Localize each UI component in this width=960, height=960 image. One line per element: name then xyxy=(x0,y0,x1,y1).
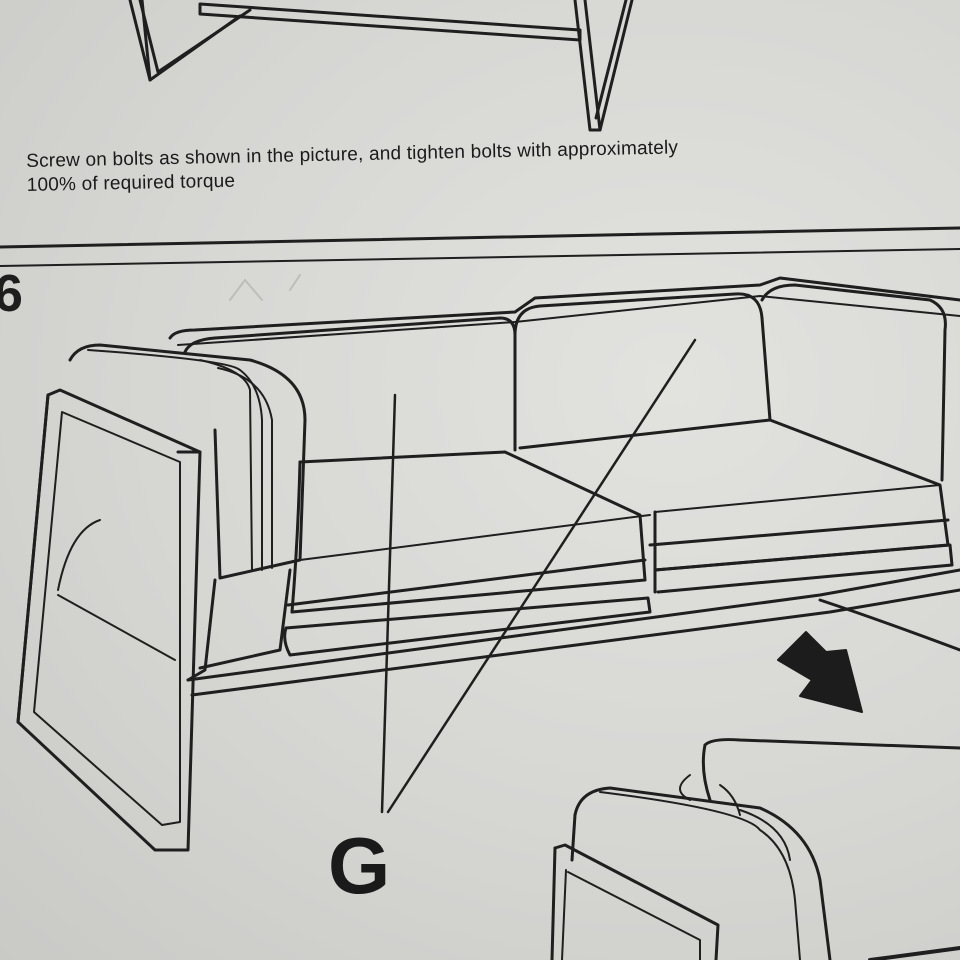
part-label-g: G xyxy=(328,821,391,910)
direction-arrow-icon xyxy=(777,631,863,713)
faint-mark xyxy=(229,274,301,301)
step-number: 6 xyxy=(0,265,23,323)
sofa-drawing xyxy=(16,276,960,852)
part-g-leader-lines xyxy=(380,338,697,814)
previous-step-frame-drawing xyxy=(128,0,634,132)
section-divider xyxy=(0,226,960,267)
detail-view-drawing xyxy=(550,738,960,960)
